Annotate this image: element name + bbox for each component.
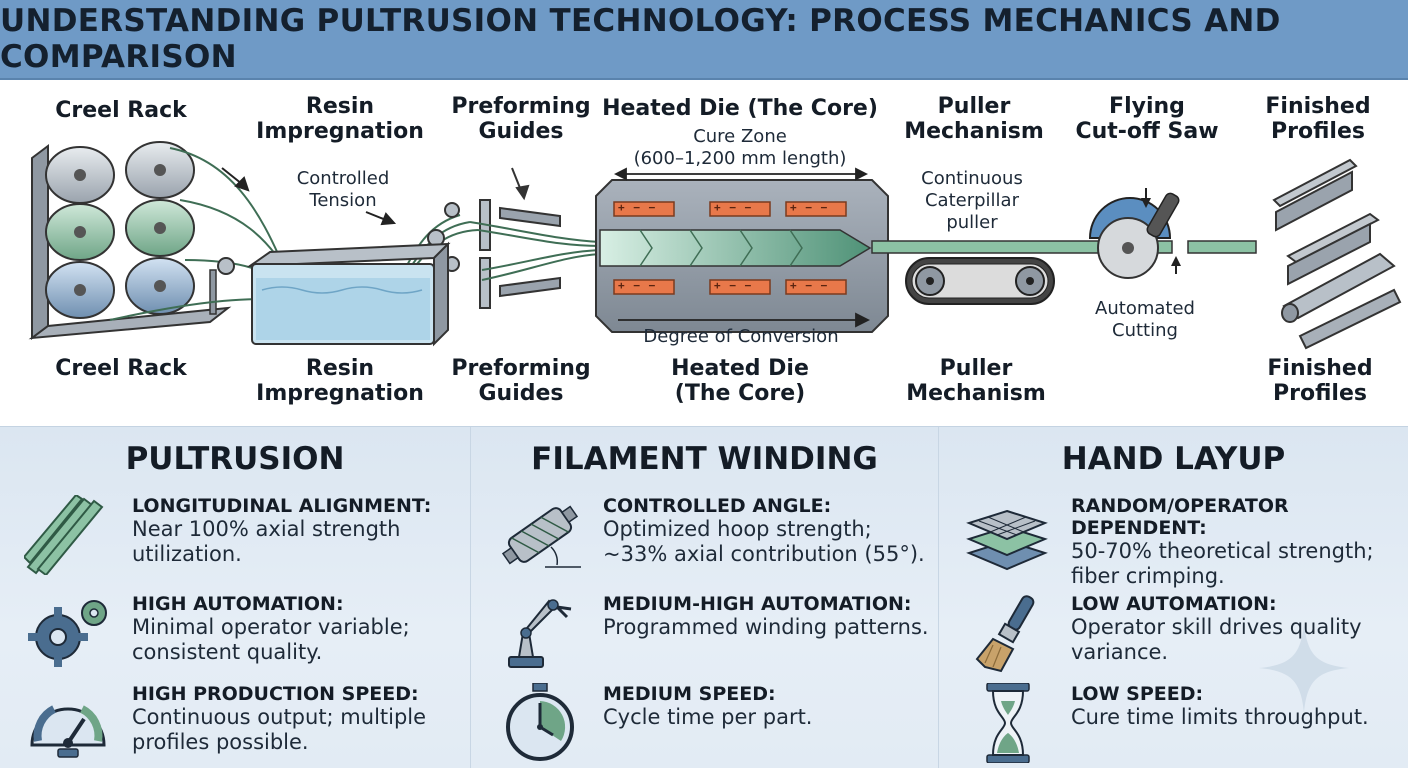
item-body: Cycle time per part.	[603, 705, 813, 729]
finished-profiles	[1272, 158, 1402, 350]
item-heading: HIGH PRODUCTION SPEED:	[132, 683, 419, 705]
item-heading: MEDIUM-HIGH AUTOMATION:	[603, 593, 912, 615]
controlled-tension-note: Controlled Tension	[296, 168, 390, 211]
stage-label-finished-profiles: Finished Profiles	[1265, 94, 1371, 144]
cure-zone-arrow	[613, 167, 869, 181]
flying-saw	[1088, 188, 1181, 279]
stage-label-bottom-creel-rack: Creel Rack	[55, 356, 187, 381]
item-heading: RANDOM/OPERATOR DEPENDENT:	[1071, 495, 1289, 539]
item-body: Minimal operator variable; consistent qu…	[132, 615, 410, 664]
automated-cutting-note: Automated Cutting	[1095, 298, 1195, 341]
conversion-arrow	[618, 312, 871, 328]
cure-zone-note: Cure Zone (600–1,200 mm length)	[633, 126, 847, 169]
stage-label-resin-impregnation: Resin Impregnation	[256, 94, 424, 144]
comparison-item: HIGH PRODUCTION SPEED: Continuous output…	[0, 683, 470, 768]
item-heading: LOW AUTOMATION:	[1071, 593, 1277, 615]
item-body: Near 100% axial strength utilization.	[132, 517, 401, 566]
stage-label-bottom-puller: Puller Mechanism	[906, 356, 1046, 406]
process-diagram: Creel Rack Resin Impregnation Preforming…	[0, 80, 1408, 426]
heater-mark: + − −	[618, 201, 657, 214]
wound-mandrel-icon	[501, 505, 581, 568]
comparison-item: CONTROLLED ANGLE: Optimized hoop strengt…	[471, 495, 938, 585]
item-body: Cure time limits throughput.	[1071, 705, 1369, 729]
item-body: Operator skill drives quality variance.	[1071, 615, 1362, 664]
comparison-item: MEDIUM SPEED: Cycle time per part.	[471, 683, 938, 768]
parallel-fibers-icon	[24, 495, 104, 575]
item-heading: LOW SPEED:	[1071, 683, 1204, 705]
heater-mark: + − −	[790, 279, 829, 292]
stage-label-heated-die: Heated Die (The Core)	[602, 96, 878, 121]
column-title: PULTRUSION	[125, 441, 345, 477]
column-title: FILAMENT WINDING	[531, 441, 878, 477]
comparison-item: LOW AUTOMATION: Operator skill drives qu…	[939, 593, 1408, 683]
item-heading: MEDIUM SPEED:	[603, 683, 776, 705]
comparison-panel: PULTRUSION LONGITUDINAL ALIGNMENT: Near …	[0, 426, 1408, 768]
paintbrush-icon	[975, 595, 1035, 673]
stopwatch-icon	[506, 683, 574, 761]
caterpillar-puller	[905, 257, 1055, 305]
item-body: Programmed winding patterns.	[603, 615, 929, 639]
heater-mark: + − −	[714, 201, 753, 214]
stage-label-bottom-preforming-guides: Preforming Guides	[451, 356, 591, 406]
stage-label-bottom-finished-profiles: Finished Profiles	[1267, 356, 1373, 406]
column-hand-layup: HAND LAYUP RANDOM/OPERATOR DEPENDENT: 50…	[938, 427, 1408, 768]
stage-label-bottom-heated-die: Heated Die (The Core)	[671, 356, 809, 406]
tension-arrows	[221, 167, 397, 226]
process-illustration	[28, 141, 1402, 350]
woven-fabric-icon	[966, 509, 1048, 571]
degree-of-conversion-note: Degree of Conversion	[643, 326, 839, 347]
column-title: HAND LAYUP	[1061, 441, 1286, 477]
stage-label-flying-saw: Flying Cut-off Saw	[1075, 94, 1219, 144]
heater-mark: + − −	[714, 279, 753, 292]
page-title: UNDERSTANDING PULTRUSION TECHNOLOGY: PRO…	[0, 3, 1281, 75]
column-pultrusion: PULTRUSION LONGITUDINAL ALIGNMENT: Near …	[0, 427, 470, 768]
comparison-item: LONGITUDINAL ALIGNMENT: Near 100% axial …	[0, 495, 470, 585]
heater-mark: + − −	[790, 201, 829, 214]
profile-strip	[871, 240, 1173, 254]
resin-bath	[246, 241, 451, 347]
creel-rack	[28, 141, 232, 340]
item-body: Continuous output; multiple profiles pos…	[132, 705, 427, 754]
hourglass-icon	[986, 683, 1030, 763]
comparison-item: HIGH AUTOMATION: Minimal operator variab…	[0, 593, 470, 683]
comparison-item: LOW SPEED: Cure time limits throughput.	[939, 683, 1408, 768]
heater-mark: + − −	[618, 279, 657, 292]
stage-label-bottom-resin-impregnation: Resin Impregnation	[256, 356, 424, 406]
heated-die	[595, 179, 889, 333]
stage-label-preforming-guides: Preforming Guides	[451, 94, 591, 144]
item-heading: HIGH AUTOMATION:	[132, 593, 344, 615]
speedometer-icon	[30, 705, 106, 758]
column-filament-winding: FILAMENT WINDING CONTROLLED ANGLE: Optim	[470, 427, 938, 768]
item-heading: CONTROLLED ANGLE:	[603, 495, 832, 517]
title-bar: UNDERSTANDING PULTRUSION TECHNOLOGY: PRO…	[0, 0, 1408, 80]
continuous-puller-note: Continuous Caterpillar puller	[921, 168, 1023, 233]
item-body: 50-70% theoretical strength; fiber crimp…	[1071, 539, 1374, 588]
robot-arm-icon	[508, 599, 572, 668]
comparison-item: RANDOM/OPERATOR DEPENDENT: 50-70% theore…	[939, 495, 1408, 588]
comparison-item: MEDIUM-HIGH AUTOMATION: Programmed windi…	[471, 593, 938, 683]
stage-label-creel-rack: Creel Rack	[55, 98, 187, 123]
item-heading: LONGITUDINAL ALIGNMENT:	[132, 495, 432, 517]
sparkle-decoration	[1259, 623, 1349, 713]
heater-bands	[613, 201, 847, 295]
stage-label-puller: Puller Mechanism	[904, 94, 1044, 144]
cut-profile	[1187, 240, 1257, 254]
gears-icon	[28, 600, 107, 667]
converging-fibers	[469, 221, 601, 281]
item-body: Optimized hoop strength; ~33% axial cont…	[603, 517, 925, 566]
